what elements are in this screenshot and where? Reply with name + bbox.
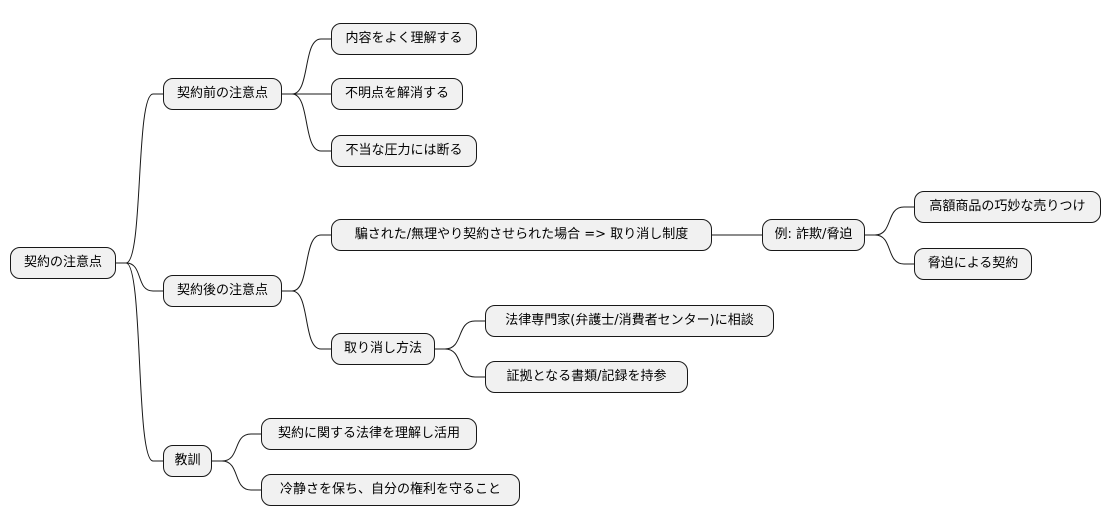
connector-after-node-to-cancel-system-node <box>282 234 331 292</box>
connector-before-node-to-before-item-refuse <box>282 93 331 152</box>
method-item-consult: 法律専門家(弁護士/消費者センター)に相談 <box>485 305 774 337</box>
lesson-node: 教訓 <box>163 445 212 477</box>
example-item-threat: 脅迫による契約 <box>914 248 1032 280</box>
connector-cancel-method-node-to-method-item-evidence <box>435 348 485 378</box>
connector-root-node-to-after-node <box>116 262 163 292</box>
connector-root-node-to-before-node <box>116 93 163 264</box>
before-item-refuse: 不当な圧力には断る <box>331 135 477 167</box>
cancel-method-node: 取り消し方法 <box>331 333 435 365</box>
connector-cancel-method-node-to-method-item-consult <box>435 320 485 350</box>
connector-example-node-to-example-item-threat <box>865 234 914 265</box>
lesson-item-law: 契約に関する法律を理解し活用 <box>261 418 477 450</box>
before-item-clarify: 不明点を解消する <box>331 78 463 110</box>
method-item-evidence: 証拠となる書類/記録を持参 <box>485 361 688 393</box>
root-node: 契約の注意点 <box>10 247 116 279</box>
connector-before-node-to-before-item-understand <box>282 38 331 95</box>
before-node: 契約前の注意点 <box>163 78 282 110</box>
after-node: 契約後の注意点 <box>163 275 282 307</box>
connector-lesson-node-to-lesson-item-calm <box>212 460 261 491</box>
example-item-sales: 高額商品の巧妙な売りつけ <box>914 191 1101 223</box>
example-node: 例: 詐欺/脅迫 <box>762 219 865 251</box>
connector-lesson-node-to-lesson-item-law <box>212 433 261 462</box>
connector-example-node-to-example-item-sales <box>865 206 914 236</box>
connector-root-node-to-lesson-node <box>116 262 163 462</box>
connector-after-node-to-cancel-method-node <box>282 290 331 350</box>
cancel-system-node: 騙された/無理やり契約させられた場合 => 取り消し制度 <box>331 219 712 251</box>
lesson-item-calm: 冷静さを保ち、自分の権利を守ること <box>261 474 520 506</box>
before-item-understand: 内容をよく理解する <box>331 23 477 55</box>
